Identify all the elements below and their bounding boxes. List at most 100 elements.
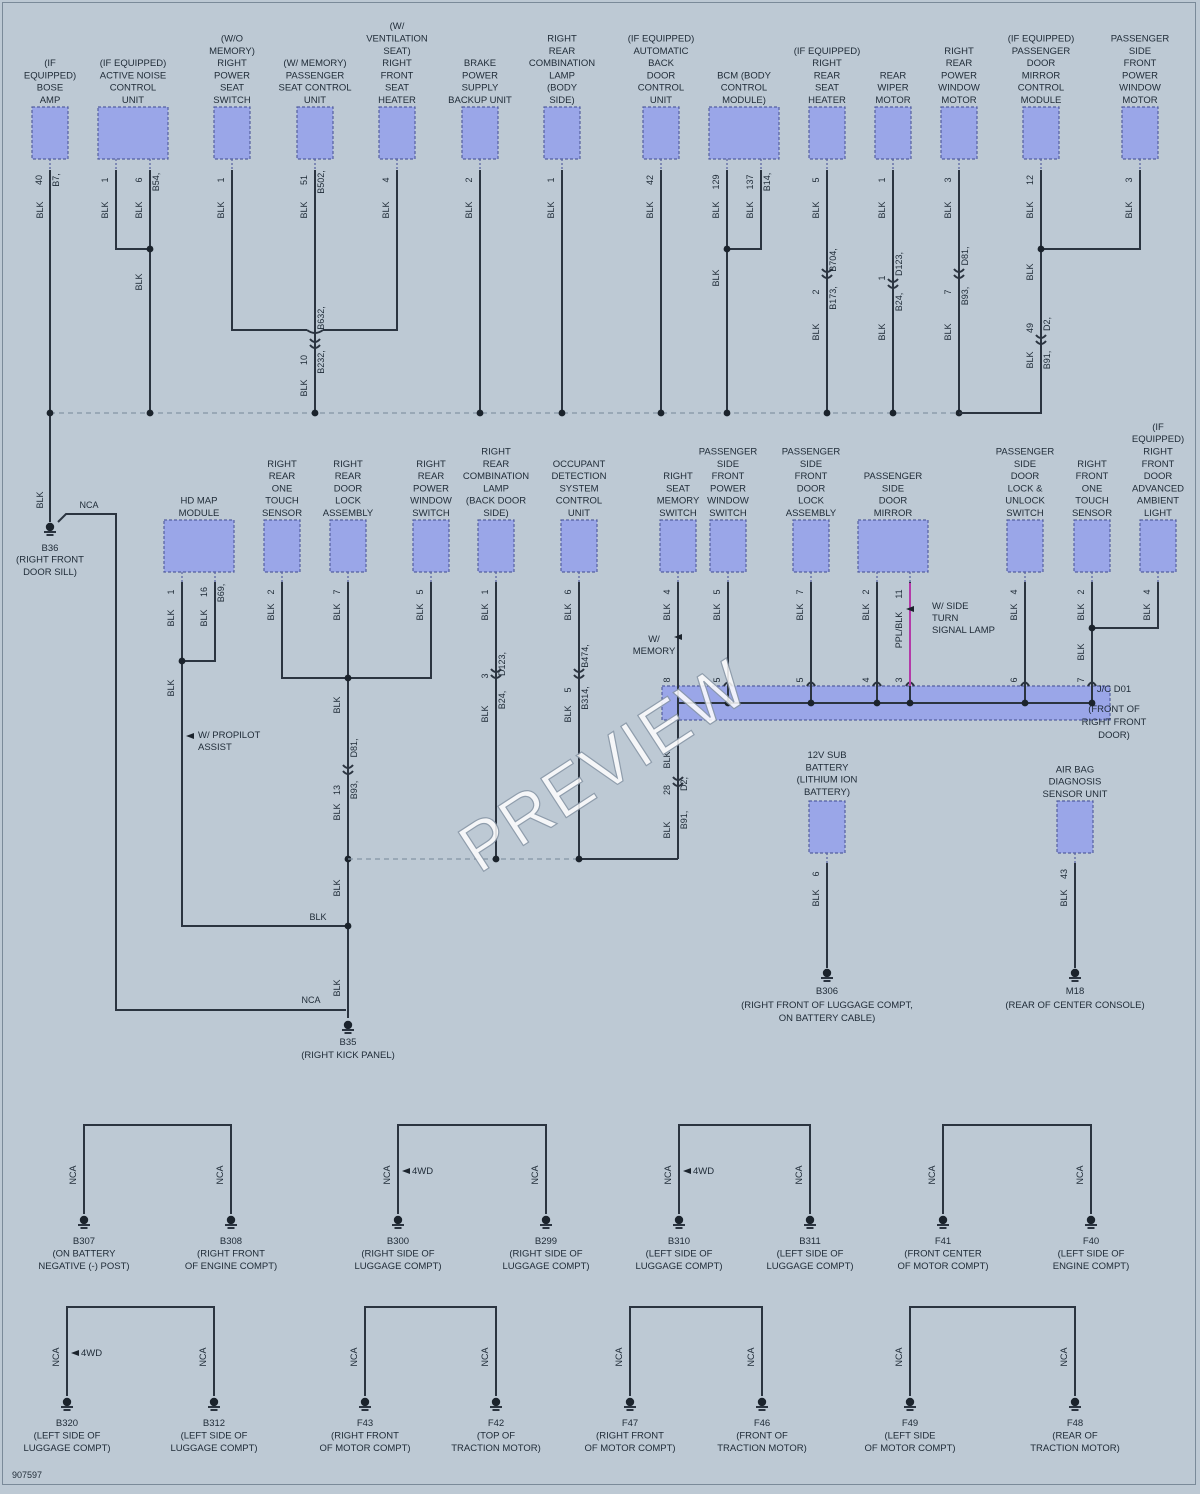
jc-pin: 3 xyxy=(894,677,904,682)
anc-pin: 1 xyxy=(100,177,110,182)
pscu-wire-color: BLK xyxy=(299,201,309,218)
jc-junction-dot xyxy=(807,699,815,707)
ground-pair-left-label: LUGGAGE COMPT) xyxy=(354,1261,441,1272)
bpsb-label: BRAKE xyxy=(464,58,496,69)
jc-junction-dot xyxy=(1021,699,1029,707)
rr-door-splice-dot xyxy=(344,674,352,682)
ground-pair-wire-color: NCA xyxy=(614,1347,624,1366)
rrcl-label: REAR xyxy=(549,46,576,57)
d2-pin: 49 xyxy=(1025,323,1035,333)
b69-conn: B69, xyxy=(216,584,226,603)
ground-pair-right-label: TRACTION MOTOR) xyxy=(1030,1443,1120,1454)
odsc-wire-color: BLK xyxy=(563,705,573,722)
rwm-label: MOTOR xyxy=(875,95,910,106)
rpss-label: RIGHT xyxy=(217,58,247,69)
psfpws-wire-color: BLK xyxy=(712,603,722,620)
psdlus-label: UNLOCK xyxy=(1005,496,1045,507)
rfsh-label: VENTILATION xyxy=(366,34,428,45)
jc-pin: 5 xyxy=(712,677,722,682)
psfpwm-label: MOTOR xyxy=(1122,95,1157,106)
fourwd-note: 4WD xyxy=(412,1166,433,1177)
psfpws-label: POWER xyxy=(710,483,746,494)
bcm-wire-color: BLK xyxy=(711,201,721,218)
ground-pair-left-ground-symbol xyxy=(62,1397,72,1407)
jc-junction-dot xyxy=(873,699,881,707)
psdm-label: (IF EQUIPPED) xyxy=(1008,34,1075,45)
hdmap-pin: 1 xyxy=(166,589,176,594)
rrdla-wire-color: BLK xyxy=(332,803,342,820)
b704-conn: B704, xyxy=(828,248,838,272)
abdc-component xyxy=(642,106,680,160)
ground-pair-left-label: (LEFT SIDE OF xyxy=(646,1249,713,1260)
psdm-pin: 12 xyxy=(1025,175,1035,185)
d123b-inline-connector xyxy=(490,668,502,673)
psdmir-pin: 2 xyxy=(861,589,871,594)
anc-wire-color: BLK xyxy=(134,273,144,290)
d2b-conn: D2, xyxy=(679,777,689,791)
anc-label: CONTROL xyxy=(110,83,156,94)
rrcl-component xyxy=(543,106,581,160)
ground-pair-wire-color: NCA xyxy=(927,1165,937,1184)
ground-pair-right-label: (LEFT SIDE OF xyxy=(1058,1249,1125,1260)
ground-pair-left-ground-symbol xyxy=(79,1215,89,1225)
ground-pair-right-label: F42 xyxy=(488,1418,504,1429)
d2b-inline-connector xyxy=(672,782,684,787)
rfots-wire-color: BLK xyxy=(1076,643,1086,660)
airbag-label: AIR BAG xyxy=(1056,764,1095,775)
bose-label: (IF xyxy=(44,58,56,69)
rrsh-label: (IF EQUIPPED) xyxy=(794,46,861,57)
ground-pair-left-label: (RIGHT FRONT xyxy=(596,1431,664,1442)
rrcl-label: SIDE) xyxy=(549,95,574,106)
anc-pin: 6 xyxy=(134,177,144,182)
rrots-label: REAR xyxy=(269,471,296,482)
ground-pair-left-ground-symbol xyxy=(938,1215,948,1225)
rrdla-component xyxy=(329,519,367,573)
rsms-component xyxy=(659,519,697,573)
odsc-component xyxy=(560,519,598,573)
ground-pair-right-label: F48 xyxy=(1067,1418,1083,1429)
m18-label: M18 xyxy=(1066,986,1084,997)
jc-label: DOOR) xyxy=(1098,730,1130,741)
rfsh-label: SEAT xyxy=(385,83,409,94)
rsms-wire-color: BLK xyxy=(662,603,672,620)
ground-pair-wire-color: NCA xyxy=(663,1165,673,1184)
rrots-pin: 2 xyxy=(266,589,276,594)
b704-inline-connector xyxy=(821,268,833,273)
ground-pair-right-ground-symbol xyxy=(1086,1215,1096,1225)
sub12v-label: BATTERY) xyxy=(804,787,850,798)
ground-pair-wire xyxy=(397,1124,547,1214)
psdlus-label: SWITCH xyxy=(1006,508,1044,519)
sub12v-wire-color: BLK xyxy=(811,889,821,906)
bose-conn: B7, xyxy=(51,173,61,187)
b24b-conn: B24, xyxy=(497,691,507,710)
d2b-inline-connector xyxy=(672,776,684,781)
ground-pair-left-label: F49 xyxy=(902,1418,918,1429)
ground-pair-left-label: F41 xyxy=(935,1236,951,1247)
rrpwm-pin: 3 xyxy=(943,177,953,182)
rpss-label: POWER xyxy=(214,70,250,81)
rrots-label: SENSOR xyxy=(262,508,302,519)
ground-pair-right-label: ENGINE COMPT) xyxy=(1053,1261,1130,1272)
bpsb-wire-color: BLK xyxy=(464,201,474,218)
jc-junction-dot xyxy=(906,699,914,707)
ground-pair-right-label: TRACTION MOTOR) xyxy=(717,1443,807,1454)
rfsh-label: RIGHT xyxy=(382,58,412,69)
sub12v-label: BATTERY xyxy=(806,762,850,773)
rrdla-label: DOOR xyxy=(334,483,363,494)
ground-pair-left-label: (RIGHT SIDE OF xyxy=(361,1249,434,1260)
hdmap-ground-wire-color: BLK xyxy=(309,912,326,922)
psfpws-label: PASSENGER xyxy=(699,447,758,458)
abdc-label: (IF EQUIPPED) xyxy=(628,34,695,45)
rrclb-bus-dot xyxy=(492,855,500,863)
jc-pin: 4 xyxy=(861,677,871,682)
psfpwm-label: PASSENGER xyxy=(1111,34,1170,45)
ground-pair-wire-color: NCA xyxy=(746,1347,756,1366)
fourwd-arrow xyxy=(683,1168,691,1174)
bose-pin: 40 xyxy=(34,175,44,185)
psdmir-label: DOOR xyxy=(879,496,908,507)
rsms-label: SEAT xyxy=(666,483,690,494)
psfpwm-label: POWER xyxy=(1122,70,1158,81)
b91-conn: B91, xyxy=(1042,351,1052,370)
m18-ground-symbol xyxy=(1070,968,1080,978)
